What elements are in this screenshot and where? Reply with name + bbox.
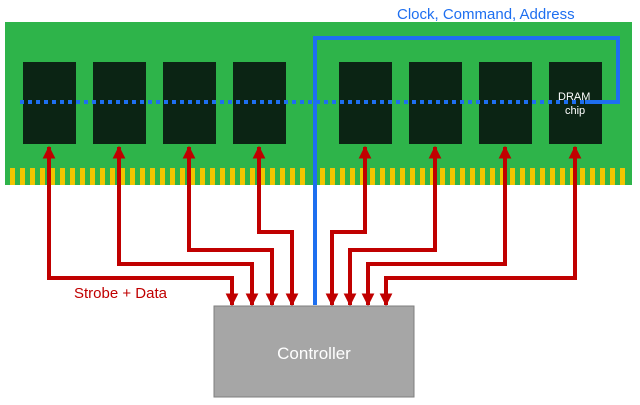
gold-contact xyxy=(270,168,275,185)
gold-contact xyxy=(610,168,615,185)
dram-chip-label-line2: chip xyxy=(565,105,585,117)
gold-contact xyxy=(530,168,535,185)
gold-contact xyxy=(620,168,625,185)
gold-contact xyxy=(150,168,155,185)
gold-contact xyxy=(600,168,605,185)
gold-contact xyxy=(130,168,135,185)
data-strobe-lines xyxy=(42,145,582,307)
gold-contact xyxy=(510,168,515,185)
data-line xyxy=(252,145,299,307)
gold-contact xyxy=(550,168,555,185)
gold-contact xyxy=(30,168,35,185)
gold-contact xyxy=(350,168,355,185)
gold-contact xyxy=(410,168,415,185)
gold-contact xyxy=(140,168,145,185)
gold-contact xyxy=(380,168,385,185)
controller-label: Controller xyxy=(277,344,351,363)
gold-contact xyxy=(290,168,295,185)
bus-label: Clock, Command, Address xyxy=(397,6,575,23)
gold-contact xyxy=(390,168,395,185)
gold-contact xyxy=(560,168,565,185)
gold-contact xyxy=(470,168,475,185)
gold-contact xyxy=(110,168,115,185)
gold-contact xyxy=(220,168,225,185)
gold-contact xyxy=(460,168,465,185)
gold-contact xyxy=(520,168,525,185)
gold-contact xyxy=(40,168,45,185)
dram-chip-label-line1: DRAM xyxy=(558,91,590,103)
command-address-bus xyxy=(313,36,620,305)
gold-contact xyxy=(300,168,305,185)
gold-contact xyxy=(20,168,25,185)
gold-contact xyxy=(370,168,375,185)
gold-contact xyxy=(100,168,105,185)
controller-box xyxy=(213,305,415,398)
gold-contact xyxy=(540,168,545,185)
gold-contact xyxy=(210,168,215,185)
gold-contact xyxy=(340,168,345,185)
gold-contact xyxy=(240,168,245,185)
gold-contact xyxy=(230,168,235,185)
gold-contact xyxy=(200,168,205,185)
gold-contact xyxy=(450,168,455,185)
gold-contact xyxy=(180,168,185,185)
gold-contact xyxy=(440,168,445,185)
gold-contact xyxy=(420,168,425,185)
gold-contact xyxy=(90,168,95,185)
gold-contact xyxy=(10,168,15,185)
gold-contact xyxy=(490,168,495,185)
gold-contact xyxy=(480,168,485,185)
gold-contact xyxy=(60,168,65,185)
gold-contact xyxy=(330,168,335,185)
data-label: Strobe + Data xyxy=(74,285,168,302)
gold-contact xyxy=(280,168,285,185)
gold-contact xyxy=(170,168,175,185)
gold-contact xyxy=(400,168,405,185)
gold-contact xyxy=(160,168,165,185)
gold-contact xyxy=(590,168,595,185)
gold-contact xyxy=(250,168,255,185)
gold-contact xyxy=(70,168,75,185)
gold-contact xyxy=(80,168,85,185)
gold-contact xyxy=(320,168,325,185)
data-line xyxy=(379,145,582,307)
gold-contact xyxy=(580,168,585,185)
